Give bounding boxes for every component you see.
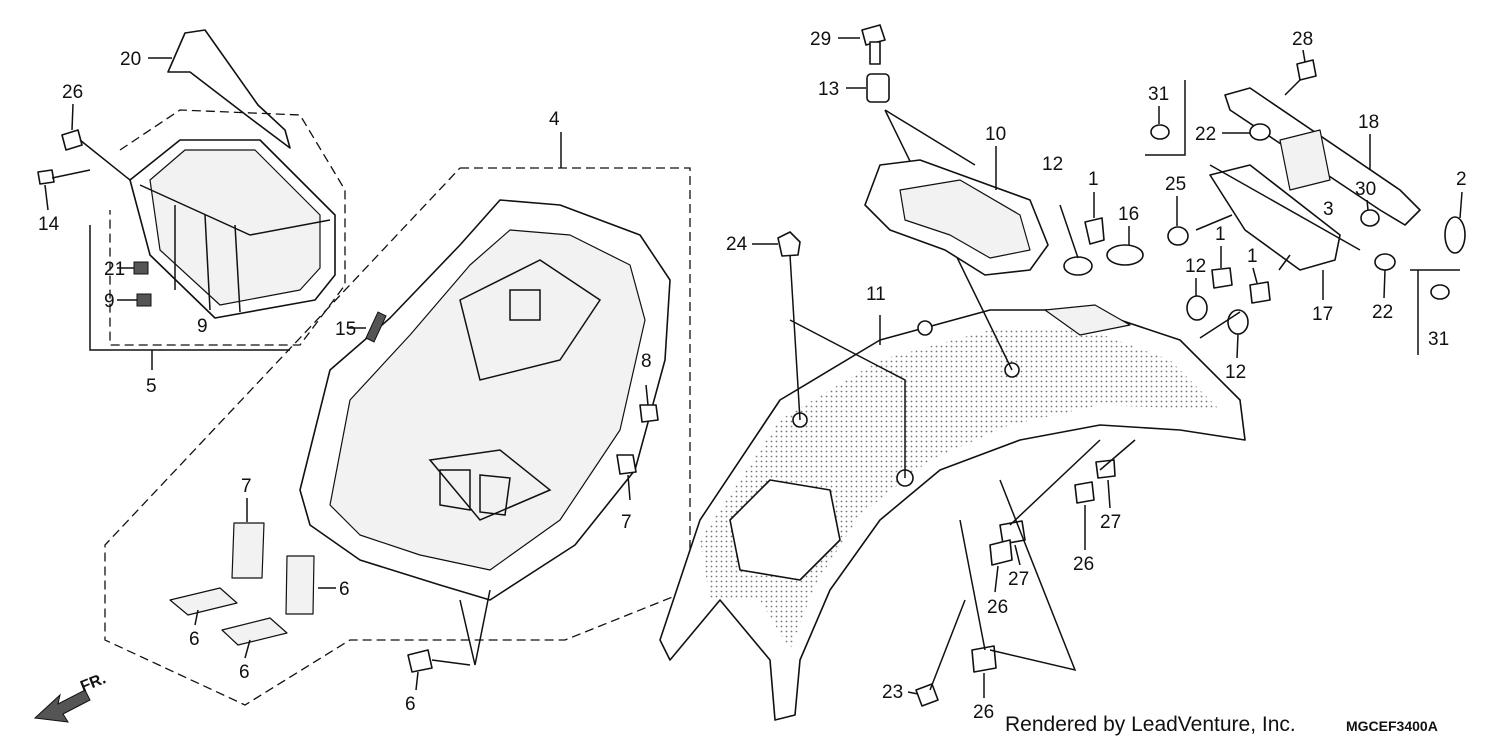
collar-13 [866,73,890,103]
clip-7a [639,404,659,423]
grommet-12b [1186,295,1208,321]
nut-25 [1167,226,1189,246]
grommet-16 [1106,244,1144,266]
callout-5: 9 [197,316,208,337]
reflector-2 [1444,216,1466,254]
callout-7a: 8 [641,351,652,372]
nut-26b [1074,481,1095,504]
callout-22b: 22 [1372,302,1393,323]
callout-20: 26 [62,82,83,103]
callout-26b: 26 [987,597,1008,618]
callout-9a: 21 [104,259,125,280]
pad-6c [169,587,238,616]
pad-9b [136,293,152,307]
part-8 [365,311,387,343]
screw-20 [61,129,83,151]
callout-17: 17 [1312,304,1333,325]
gasket-14 [167,29,291,149]
callout-30: 30 [1355,179,1376,200]
bolt-28 [1296,59,1317,81]
callout-23: 23 [882,682,903,703]
callout-7b: 7 [621,512,632,533]
callout-22a: 22 [1195,124,1216,145]
callout-27a: 27 [1100,512,1121,533]
part-4-assembly [37,29,346,370]
callout-13: 13 [818,79,839,100]
callout-12a: 12 [1042,154,1063,175]
callout-31a: 31 [1148,84,1169,105]
pad-6d [221,617,288,646]
callout-26c: 26 [973,702,994,723]
callout-18: 18 [1358,112,1379,133]
screw-21 [37,169,55,185]
nut-26c [971,645,997,673]
part-15-assembly [33,167,691,723]
callout-3: 3 [1323,199,1334,220]
callout-10: 10 [985,124,1006,145]
callout-6d: 6 [239,662,250,683]
washer-31a [1150,124,1170,140]
clip-1a [1084,217,1105,245]
washer-31b [1430,284,1450,300]
pad-6b [285,555,315,615]
callout-24: 24 [726,234,748,255]
part-11-assembly [659,24,1246,721]
grommet-22b [1374,253,1396,271]
bolt-19 [407,649,433,673]
front-arrow-icon [33,689,91,723]
clip-1b [1211,267,1233,289]
grommet-22a [1249,123,1271,141]
callout-15: 4 [549,109,560,130]
bracket-17 [1209,164,1341,271]
callout-29: 29 [810,29,831,50]
callout-27b: 27 [1008,569,1029,590]
reflector-3 [1279,129,1331,191]
washer-27b [1095,459,1116,479]
callout-4: 5 [146,376,157,397]
credit-text: Rendered by LeadVenture, Inc. [1005,713,1296,736]
nut-24 [777,231,801,257]
grommet-12a [1063,256,1093,276]
callout-19: 6 [405,694,416,715]
pad-9a [133,261,149,275]
callout-1a: 1 [1088,169,1099,190]
clip-1c [1249,281,1271,304]
callout-6a: 7 [241,476,252,497]
callout-8: 15 [335,319,356,340]
callout-21: 14 [38,214,60,235]
part-18-assembly [1145,59,1466,355]
nut-26a [989,539,1013,566]
callout-25: 25 [1165,174,1186,195]
callout-1c: 1 [1247,246,1258,267]
callout-9b: 9 [104,291,115,312]
pad-6a [231,522,265,579]
callout-12c: 12 [1225,362,1246,383]
callout-11: 11 [866,284,886,305]
callout-2: 2 [1456,169,1467,190]
callout-6c: 6 [189,629,200,650]
callout-26a: 26 [1073,554,1094,575]
callout-1b: 1 [1215,224,1226,245]
callout-16: 16 [1118,204,1139,225]
clip-7b [616,454,637,475]
bolt-23 [915,683,939,707]
bolt-29 [861,24,886,46]
callout-28: 28 [1292,29,1313,50]
callout-12b: 12 [1185,256,1206,277]
callout-labels: 29 13 10 12 1 16 24 11 28 31 22 18 25 30… [38,29,1467,723]
direction-label: FR. [78,670,108,695]
callout-31b: 31 [1428,329,1449,350]
callout-14: 20 [120,49,141,70]
grommet-30 [1360,209,1380,227]
diagram-code: MGCEF3400A [1346,718,1438,734]
callout-6b: 6 [339,579,350,600]
